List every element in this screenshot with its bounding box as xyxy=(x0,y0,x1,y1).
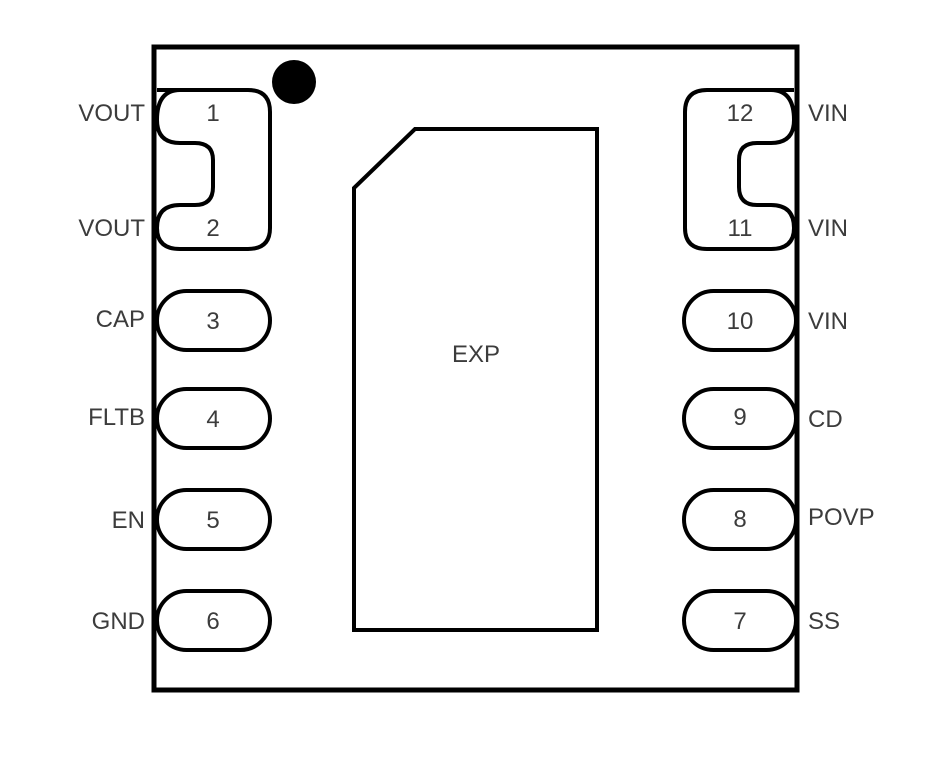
pin-name-4: FLTB xyxy=(88,404,145,431)
pin-name-10: VIN xyxy=(808,308,848,335)
pad-7-outline xyxy=(682,589,798,652)
pin-number-6: 6 xyxy=(206,608,219,635)
pin-number-1: 1 xyxy=(206,100,219,127)
pad-11-12-merged xyxy=(683,88,797,251)
pad-6-outline xyxy=(155,589,272,652)
pin-name-3: CAP xyxy=(96,306,145,333)
pin-name-12: VIN xyxy=(808,100,848,127)
package-outline xyxy=(151,44,800,693)
exposed-pad-label: EXP xyxy=(452,341,500,368)
pad-9-outline xyxy=(682,387,798,450)
pad-3-outline xyxy=(155,289,272,352)
pin-number-9: 9 xyxy=(733,404,746,431)
pad-1-2-merged xyxy=(154,88,272,251)
pad-10: 10 VIN xyxy=(682,289,848,352)
pad-7: 7 SS xyxy=(682,589,840,652)
pad-5: 5 EN xyxy=(112,488,272,551)
pin-number-4: 4 xyxy=(206,406,219,433)
pin-name-7: SS xyxy=(808,608,840,635)
pad-5-outline xyxy=(155,488,272,551)
pin-number-2: 2 xyxy=(206,215,219,242)
pad-9: 9 CD xyxy=(682,387,843,450)
pin-number-11: 11 xyxy=(728,215,753,242)
pin-number-3: 3 xyxy=(206,308,219,335)
pin-name-9: CD xyxy=(808,406,843,433)
pad-8: 8 POVP xyxy=(682,488,875,551)
pin-number-10: 10 xyxy=(727,308,754,335)
pin-name-5: EN xyxy=(112,507,145,534)
pin-number-5: 5 xyxy=(206,507,219,534)
exposed-pad xyxy=(352,127,599,632)
pin-name-2: VOUT xyxy=(78,215,145,242)
pad-4-outline xyxy=(155,387,272,450)
pad-10-outline xyxy=(682,289,798,352)
pin-name-11: VIN xyxy=(808,215,848,242)
pad-6: 6 GND xyxy=(92,589,272,652)
pad-8-outline xyxy=(682,488,798,551)
pin-number-8: 8 xyxy=(733,506,746,533)
pin-number-12: 12 xyxy=(727,100,754,127)
pin-name-8: POVP xyxy=(808,504,875,531)
pin-name-1: VOUT xyxy=(78,100,145,127)
pin1-marker-dot xyxy=(272,60,316,104)
pin-number-7: 7 xyxy=(733,608,746,635)
pad-4: 4 FLTB xyxy=(88,387,272,450)
pin-name-6: GND xyxy=(92,608,145,635)
pad-3: 3 CAP xyxy=(96,289,272,352)
